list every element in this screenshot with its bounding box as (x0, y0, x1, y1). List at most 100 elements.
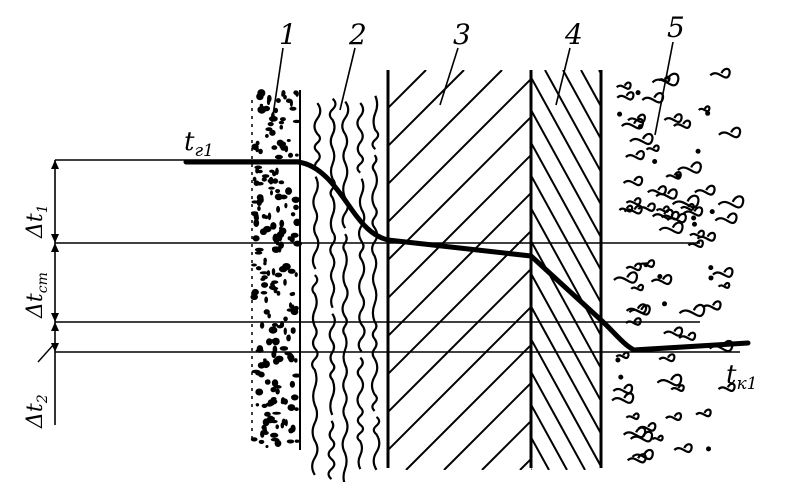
deposit-squiggle (673, 443, 693, 454)
wavy-line (370, 95, 381, 471)
deposit-dot (284, 145, 289, 153)
deposit-dot (260, 290, 268, 295)
hatch-line (388, 305, 531, 452)
deposit-dot (280, 400, 286, 405)
deposit-dot (260, 430, 265, 438)
deposit-dot (259, 271, 269, 275)
deposit-squiggle (687, 239, 704, 248)
deposit-dot (263, 225, 272, 233)
hatch-line (531, 75, 601, 207)
hatch-line (388, 191, 531, 338)
deposit-dot (289, 106, 297, 111)
delta-tst-subscript: ст (35, 272, 51, 293)
hatch-line (388, 70, 427, 110)
deposit-dot (270, 419, 278, 424)
deposit-dot (289, 380, 296, 388)
hatch-line (388, 70, 465, 148)
deposit-dot (269, 129, 276, 136)
deposit-dot (293, 204, 299, 211)
deposit-dot (288, 427, 294, 434)
hatch-line (531, 337, 601, 469)
deposit-squiggle (712, 267, 734, 278)
hatch-line (748, 70, 809, 470)
deposit-squiggle (628, 304, 651, 316)
deposit-blob (705, 110, 711, 116)
delta-t2-label: Δt2 (23, 394, 51, 429)
arrow-cold-up (51, 343, 59, 352)
deposit-dot (262, 105, 271, 112)
deposit-dot (284, 419, 288, 427)
layer-leader-1 (271, 47, 284, 123)
hatch-line (405, 343, 531, 470)
deposit-squiggle (625, 412, 640, 421)
deposit-blob (691, 215, 697, 221)
deposit-dot (261, 282, 269, 288)
deposit-dot (274, 193, 283, 201)
deposit-squiggle (630, 283, 645, 292)
hatch-line (531, 206, 601, 338)
deposit-dot (292, 373, 301, 378)
deposit-squiggle (696, 231, 716, 242)
deposit-dot (252, 235, 260, 242)
hatch-line (544, 70, 601, 174)
deposit-squiggle (677, 161, 702, 174)
deposit-dot (250, 293, 259, 301)
deposit-dot (265, 402, 274, 407)
deposit-dot (263, 358, 267, 362)
hatch-line (388, 70, 503, 186)
deposit-squiggle (658, 353, 676, 363)
deposit-dot (270, 282, 275, 287)
deposit-dot (286, 139, 291, 143)
deposit-dot (276, 290, 281, 296)
deposit-squiggle (629, 132, 654, 146)
deposit-squiggle (682, 206, 704, 217)
layer-2-wavy-layer (311, 95, 381, 482)
deposit-squiggle (622, 426, 647, 439)
layer-4-dense-hatched-wall (531, 70, 809, 470)
deposit-squiggle (615, 351, 630, 360)
deposit-squiggle (645, 144, 660, 152)
deposit-dot (256, 181, 264, 186)
deposit-dot (263, 309, 270, 315)
deposit-dot (270, 432, 279, 438)
deposit-dot (270, 222, 277, 230)
deposit-dot (255, 140, 260, 146)
deposit-dot (256, 345, 264, 353)
deposit-dot (263, 257, 267, 264)
deposit-squiggle (631, 448, 654, 461)
hatch-line (388, 153, 531, 300)
deposit-dot (259, 322, 265, 329)
wavy-line (341, 100, 350, 482)
cold-temperature-subscript: к1 (736, 374, 757, 394)
deposit-dot (272, 233, 279, 242)
deposit-dot (287, 152, 294, 158)
hatch-line (779, 70, 809, 470)
deposit-dot (254, 247, 264, 252)
deposit-squiggle (618, 204, 634, 213)
deposit-dot (275, 388, 280, 395)
deposit-dot (294, 272, 298, 278)
deposit-blob (643, 262, 649, 268)
deposit-squiggle (656, 373, 683, 387)
hatch-line (596, 70, 809, 470)
deposit-dot (255, 388, 264, 396)
deposit-dot (275, 188, 281, 194)
deposit-dot (281, 89, 286, 97)
deposit-dot (265, 444, 269, 449)
deposit-squiggle (663, 113, 683, 124)
delta-t1-symbol: Δt (23, 213, 48, 239)
deposit-dot (278, 180, 285, 185)
arrow-wall-hot-up (51, 234, 59, 243)
hatch-line (519, 457, 531, 470)
deposit-dot (276, 205, 281, 213)
hatch-line (617, 70, 809, 470)
deposit-blob (675, 173, 681, 179)
deposit-dot (266, 338, 273, 346)
deposit-dot (265, 127, 273, 132)
deposit-dot (293, 218, 301, 227)
hatch-line (443, 381, 531, 470)
deposit-dot (257, 205, 261, 212)
deposit-dot (272, 411, 281, 415)
deposit-dot (285, 187, 293, 195)
deposit-dot (251, 288, 259, 296)
